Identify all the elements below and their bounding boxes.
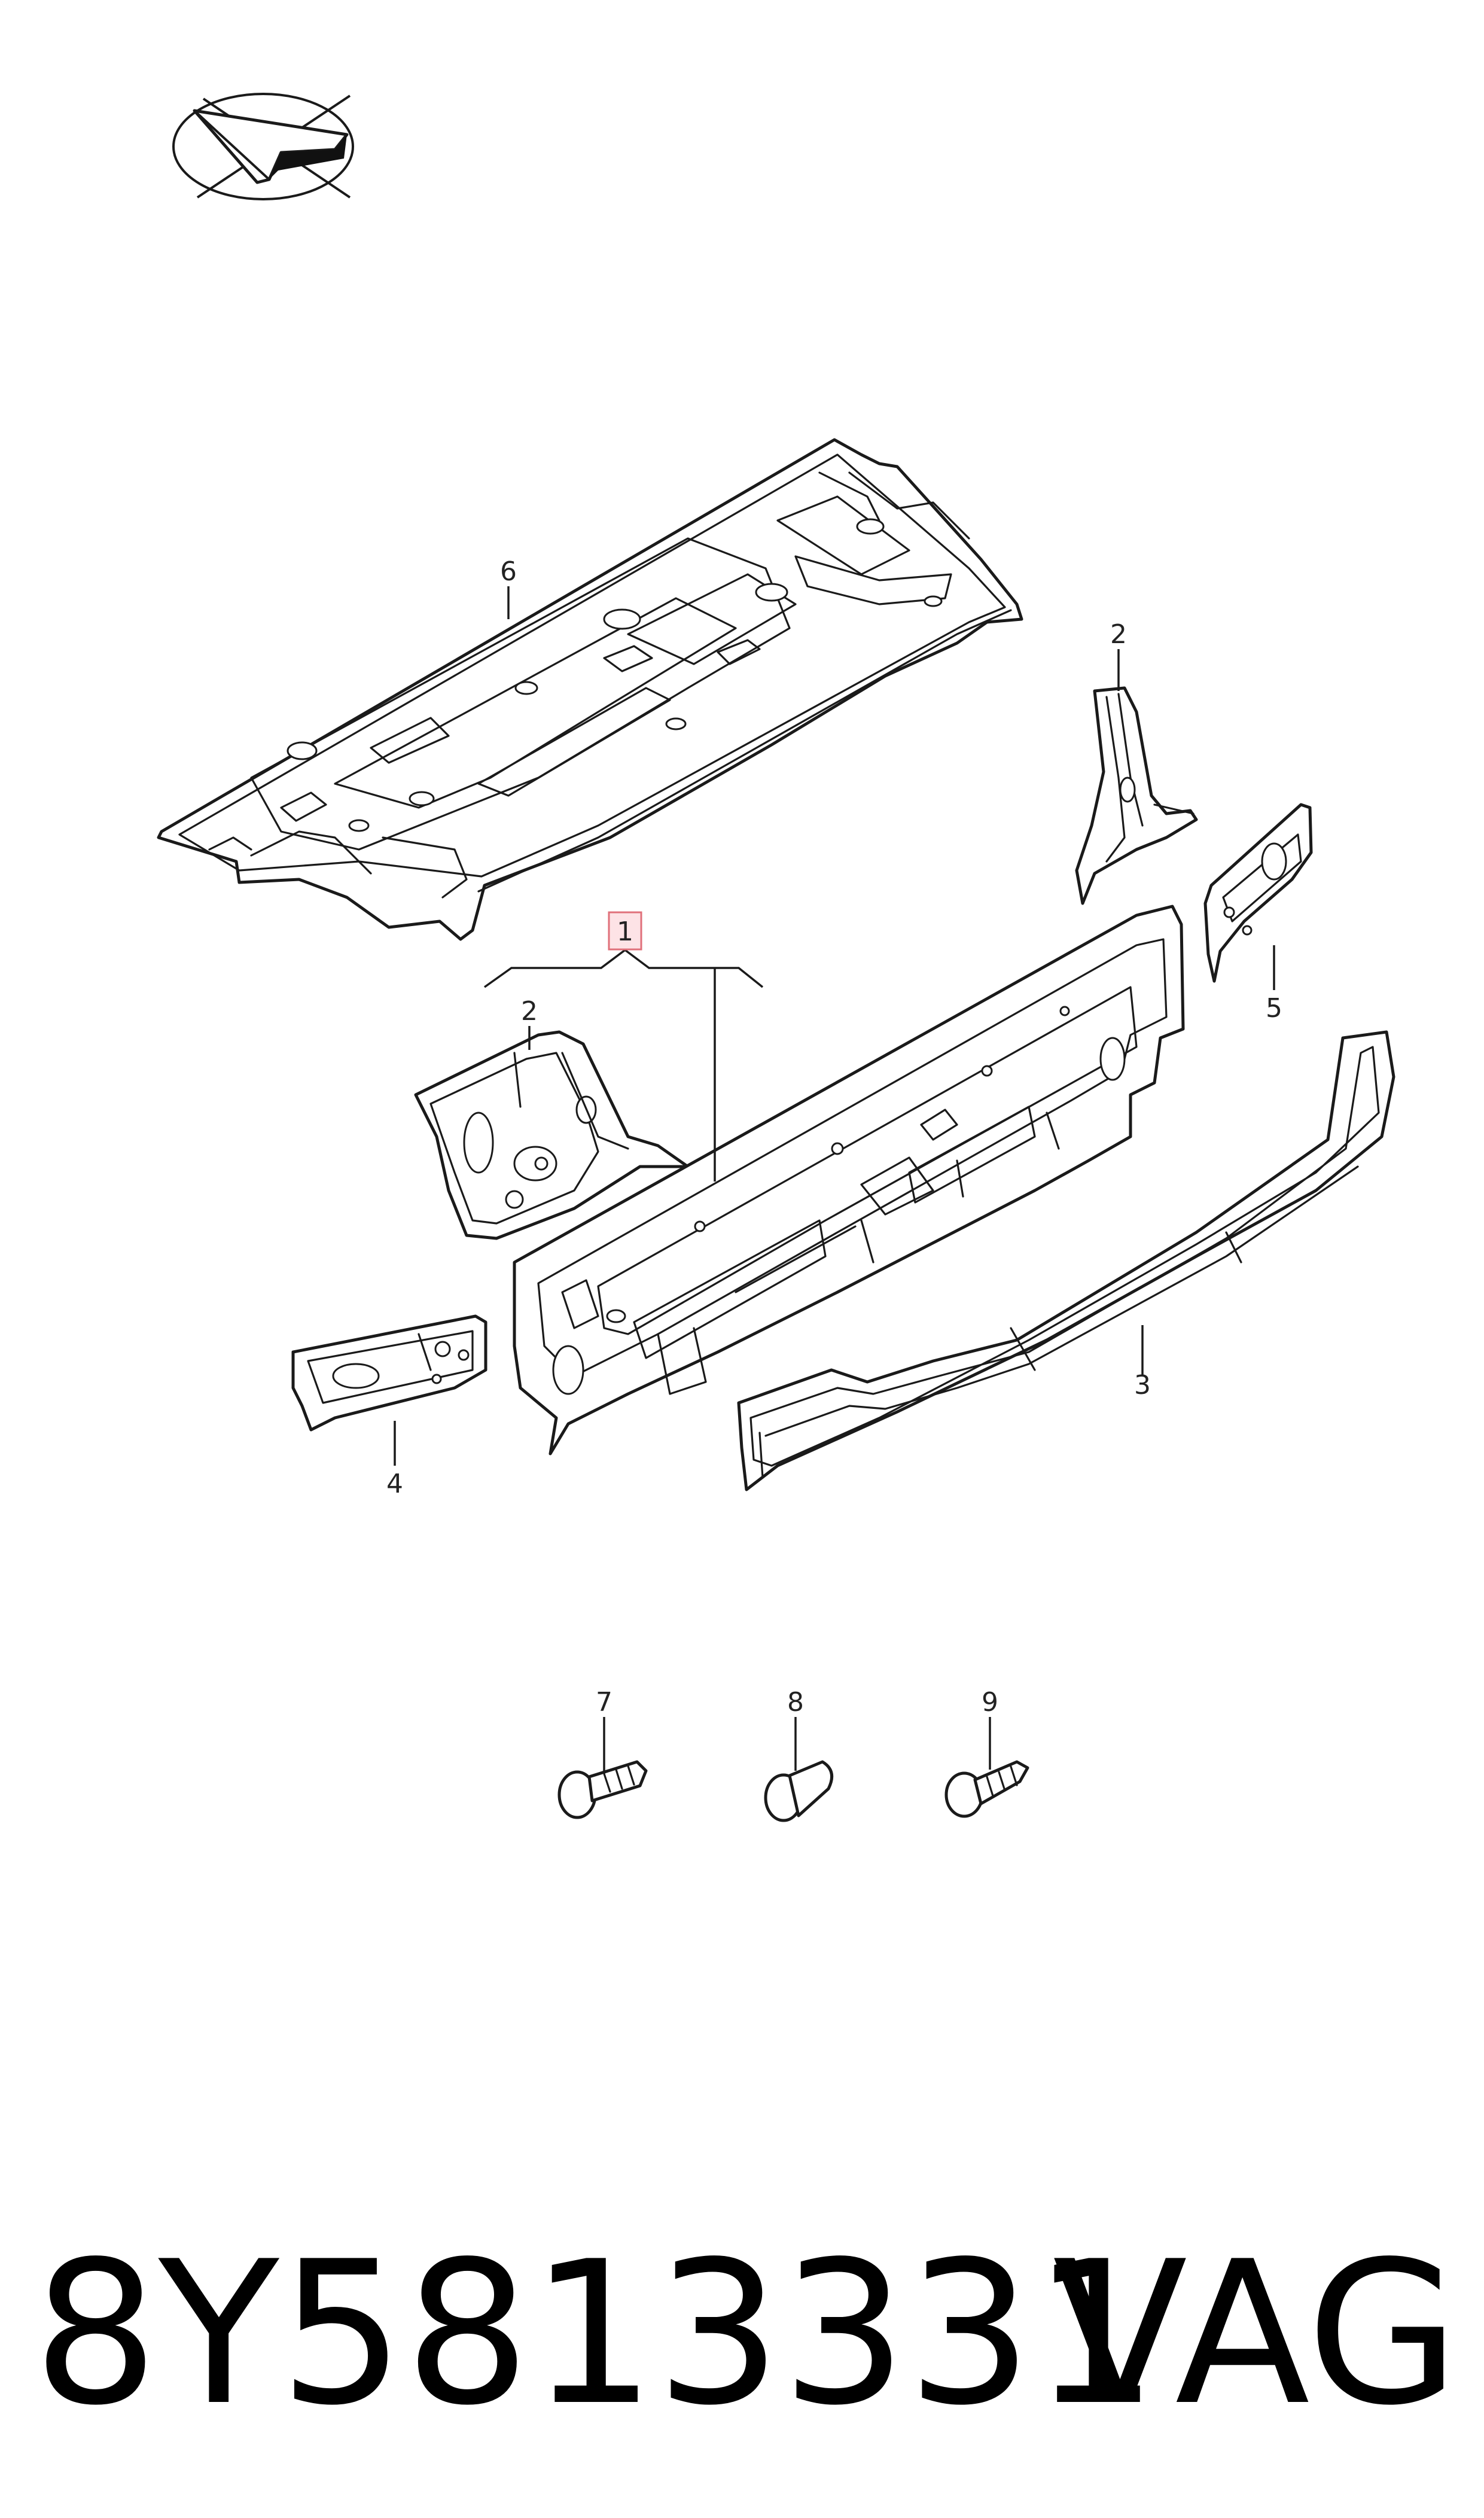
fastener-9-screw xyxy=(944,1760,1029,1818)
callout-9[interactable]: 9 xyxy=(982,1687,998,1718)
fastener-8-stud xyxy=(764,1760,834,1822)
pillar-reinforcement-upper-part xyxy=(1075,686,1198,905)
bumper-reinforcement-part xyxy=(737,1030,1395,1491)
side-bracket-left-part xyxy=(291,1314,487,1432)
callout-2-lower[interactable]: 2 xyxy=(521,996,538,1027)
callout-2-upper[interactable]: 2 xyxy=(1110,619,1127,650)
callout-3[interactable]: 3 xyxy=(1134,1370,1151,1400)
callout-7[interactable]: 7 xyxy=(596,1687,613,1718)
part-number: 8Y5813331 xyxy=(33,2219,1158,2449)
brand: VAG xyxy=(1053,2219,1459,2449)
callout-8[interactable]: 8 xyxy=(787,1687,804,1718)
leader-lines xyxy=(394,586,1275,1774)
rear-panel-part xyxy=(513,905,1185,1456)
direction-arrow-icon xyxy=(172,93,354,200)
side-bracket-right-part xyxy=(1203,803,1313,983)
callout-1[interactable]: 1 xyxy=(617,917,633,947)
callout-1-highlight xyxy=(608,911,642,951)
parcel-shelf-part xyxy=(157,438,1023,941)
callout-6[interactable]: 6 xyxy=(500,556,517,587)
callout-5[interactable]: 5 xyxy=(1266,993,1282,1024)
pillar-reinforcement-lower-part xyxy=(414,1030,690,1240)
callout-4[interactable]: 4 xyxy=(386,1469,403,1499)
fastener-7-bolt xyxy=(557,1760,648,1819)
